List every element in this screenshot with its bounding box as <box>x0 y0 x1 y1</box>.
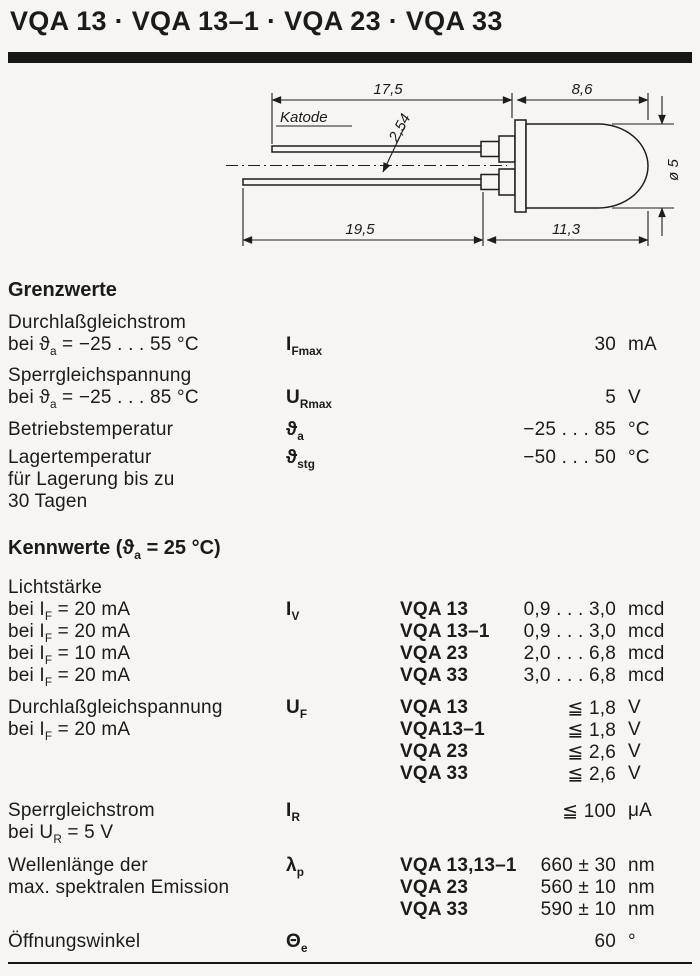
unit: nm <box>628 855 655 876</box>
param-label: Wellenlänge der <box>8 855 148 876</box>
unit: mcd <box>628 643 665 664</box>
value: ≦ 1,8 <box>567 698 616 719</box>
type-name: VQA 23 <box>400 643 469 664</box>
dim-body-top-label: 8,6 <box>572 81 594 98</box>
dim-lead-pitch: 2,54 <box>382 111 414 173</box>
unit: ° <box>628 931 636 952</box>
value: 5 <box>605 387 616 408</box>
symbol-lambda-p: λp <box>286 855 304 879</box>
value: −25 . . . 85 <box>523 419 616 440</box>
symbol-uf: UF <box>286 697 308 721</box>
katode-label: Katode <box>280 109 328 126</box>
dim-body-top: 8,6 <box>516 81 649 120</box>
type-name: VQA 33 <box>400 763 469 784</box>
unit: mcd <box>628 665 665 686</box>
dim-top-lead: 17,5 <box>271 81 513 144</box>
unit: mcd <box>628 599 665 620</box>
condition-text: bei IF = 20 mA <box>8 665 131 689</box>
dim-body-bottom: 11,3 <box>486 211 649 246</box>
param-label: Lagertemperatur <box>8 447 152 468</box>
unit: °C <box>628 419 650 440</box>
dim-diameter: ø 5 <box>612 96 682 236</box>
param-label: Lichtstärke <box>8 577 103 598</box>
type-name: VQA 13 <box>400 697 469 718</box>
dim-bottom-lead: 19,5 <box>242 188 484 246</box>
value: 590 ± 10 <box>540 899 616 920</box>
type-name: VQA13–1 <box>400 719 485 740</box>
section-heading-kennwerte: Kennwerte (ϑa = 25 °C) <box>8 537 221 562</box>
condition-text: bei IF = 10 mA <box>8 643 131 667</box>
condition-text: bei ϑa = −25 . . . 55 °C <box>8 334 199 358</box>
symbol-theta-stg: ϑstg <box>286 447 315 471</box>
param-label: Durchlaßgleichspannung <box>8 697 223 718</box>
unit: V <box>628 763 641 784</box>
unit: V <box>628 697 641 718</box>
param-label: Sperrgleichstrom <box>8 800 155 821</box>
dim-lead-pitch-label: 2,54 <box>385 111 414 146</box>
value: 560 ± 10 <box>540 877 616 898</box>
condition-text: bei IF = 20 mA <box>8 719 131 743</box>
bottom-rule <box>8 962 692 964</box>
value: 660 ± 30 <box>540 855 616 876</box>
param-label: Sperrgleichspannung <box>8 365 192 386</box>
led-package-drawing: 17,5 8,6 Katode 2,54 ø 5 <box>226 81 682 246</box>
title-rule <box>8 52 692 63</box>
value: ≦ 2,6 <box>567 742 616 763</box>
condition-text: bei IF = 20 mA <box>8 621 131 645</box>
param-label: Betriebstemperatur <box>8 419 174 440</box>
dim-top-lead-label: 17,5 <box>373 81 403 98</box>
unit: °C <box>628 447 650 468</box>
lead-posts <box>480 135 516 196</box>
value: 30 <box>594 334 616 355</box>
unit: V <box>628 719 641 740</box>
page-title: VQA 13 · VQA 13–1 · VQA 23 · VQA 33 <box>10 6 503 36</box>
type-name: VQA 13–1 <box>400 621 490 642</box>
dim-bottom-lead-label: 19,5 <box>345 221 375 238</box>
note-text: für Lagerung bis zu <box>8 469 175 490</box>
unit: μA <box>628 800 653 821</box>
value: 2,0 . . . 6,8 <box>523 643 616 664</box>
unit: nm <box>628 877 655 898</box>
symbol-theta-e: Θe <box>286 931 308 955</box>
section-heading-grenzwerte: Grenzwerte <box>8 279 117 301</box>
katode-callout: Katode <box>276 109 352 127</box>
symbol-urmax: URmax <box>286 387 332 411</box>
value: ≦ 100 <box>562 801 616 822</box>
dim-body-bottom-label: 11,3 <box>552 221 581 238</box>
condition-text: bei ϑa = −25 . . . 85 °C <box>8 387 199 411</box>
value: 3,0 . . . 6,8 <box>523 665 616 686</box>
param-label: Öffnungswinkel <box>8 931 141 952</box>
param-label: max. spektralen Emission <box>8 877 230 898</box>
type-name: VQA 13 <box>400 599 469 620</box>
note-text: 30 Tagen <box>8 491 88 512</box>
type-name: VQA 23 <box>400 741 469 762</box>
unit: V <box>628 741 641 762</box>
symbol-theta-a: ϑa <box>286 419 304 443</box>
unit: mcd <box>628 621 665 642</box>
unit: nm <box>628 899 655 920</box>
value: ≦ 2,6 <box>567 764 616 785</box>
value: 0,9 . . . 3,0 <box>523 621 616 642</box>
dim-diameter-label: ø 5 <box>665 159 682 181</box>
type-name: VQA 13,13–1 <box>400 855 517 876</box>
type-name: VQA 33 <box>400 665 469 686</box>
type-name: VQA 23 <box>400 877 469 898</box>
type-name: VQA 33 <box>400 899 469 920</box>
value: 60 <box>594 931 616 952</box>
value: ≦ 1,8 <box>567 720 616 741</box>
param-label: Durchlaßgleichstrom <box>8 312 187 333</box>
unit: V <box>628 387 641 408</box>
value: 0,9 . . . 3,0 <box>523 599 616 620</box>
condition-text: bei UR = 5 V <box>8 822 114 846</box>
symbol-ifmax: IFmax <box>286 334 323 358</box>
led-body <box>514 119 649 213</box>
symbol-iv: IV <box>286 599 300 623</box>
value: −50 . . . 50 <box>523 447 616 468</box>
symbol-ir: IR <box>286 800 300 824</box>
condition-text: bei IF = 20 mA <box>8 599 131 623</box>
unit: mA <box>628 334 657 355</box>
